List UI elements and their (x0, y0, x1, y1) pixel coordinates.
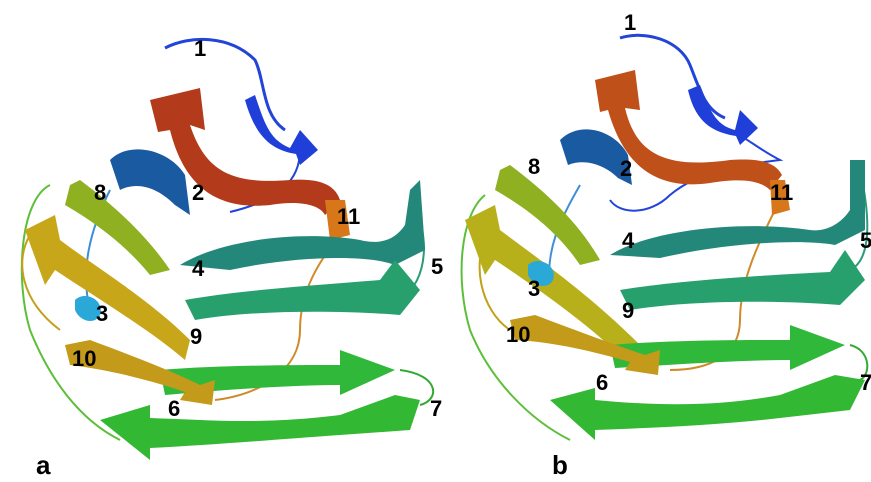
strand-label-11: 11 (770, 182, 793, 204)
strand-label-8: 8 (528, 156, 540, 178)
panel-b: 1 2 3 4 5 6 7 8 9 10 11 b (440, 0, 871, 482)
strand-label-8: 8 (94, 182, 106, 204)
strand-label-10: 10 (72, 348, 96, 370)
panel-a: 1 2 3 4 5 6 7 8 9 10 11 a (0, 0, 440, 482)
strand-label-5: 5 (860, 230, 871, 252)
strand-label-4: 4 (192, 258, 204, 280)
strand-label-1: 1 (624, 12, 636, 34)
strand-label-7: 7 (860, 372, 871, 394)
strand-label-3: 3 (96, 303, 108, 325)
strand-label-9: 9 (622, 300, 634, 322)
strand-label-6: 6 (596, 372, 608, 394)
strand-label-10: 10 (506, 324, 530, 346)
strand-label-9: 9 (190, 326, 202, 348)
strand-label-4: 4 (622, 230, 634, 252)
strand-label-3: 3 (528, 278, 540, 300)
protein-ribbon-a (0, 0, 440, 482)
strand-label-2: 2 (620, 158, 632, 180)
strand-label-2: 2 (192, 182, 204, 204)
strand-label-11: 11 (337, 206, 360, 228)
panel-label-a: a (36, 452, 50, 478)
strand-label-6: 6 (168, 398, 180, 420)
protein-ribbon-b (440, 0, 871, 482)
strand-label-1: 1 (194, 38, 206, 60)
panel-label-b: b (552, 452, 568, 478)
